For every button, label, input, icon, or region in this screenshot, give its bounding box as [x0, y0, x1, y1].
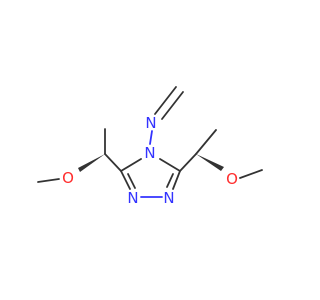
atom-label-n-ring-1: N — [163, 189, 174, 207]
bond-c5-chiral-right — [179, 153, 197, 172]
wedge-bond-right — [196, 154, 224, 171]
bond-chiral-right-methyl — [195, 129, 217, 155]
bond-o-methyl-right — [239, 169, 263, 179]
atom-label-o-left: O — [62, 169, 74, 187]
atom-label-n-ring-4: N — [144, 144, 155, 162]
atom-label-n-imine: N — [145, 114, 156, 132]
bond-n4-c5 — [159, 158, 181, 172]
bond-n1-c5-inner — [166, 173, 174, 188]
bond-o-methyl-left — [37, 178, 60, 183]
atom-labels: N N N N O O — [62, 114, 238, 207]
bond-n-n4 — [149, 130, 153, 145]
bonds — [37, 86, 263, 198]
wedge-bond-left — [78, 154, 105, 172]
molecule-structure: N N N N O O — [37, 86, 263, 207]
bond-c3-n2-inner — [127, 173, 136, 189]
atom-label-o-right: O — [226, 170, 238, 188]
bond-c3-chiral-left — [104, 153, 122, 172]
bond-n4-c3 — [120, 158, 142, 172]
bond-c3-n2 — [120, 170, 131, 190]
bond-n1-c5 — [172, 170, 181, 190]
atom-label-n-ring-2: N — [127, 189, 138, 207]
bond-ch2-n-double-b — [161, 91, 184, 120]
bond-ch2-n-double-a — [154, 86, 177, 115]
